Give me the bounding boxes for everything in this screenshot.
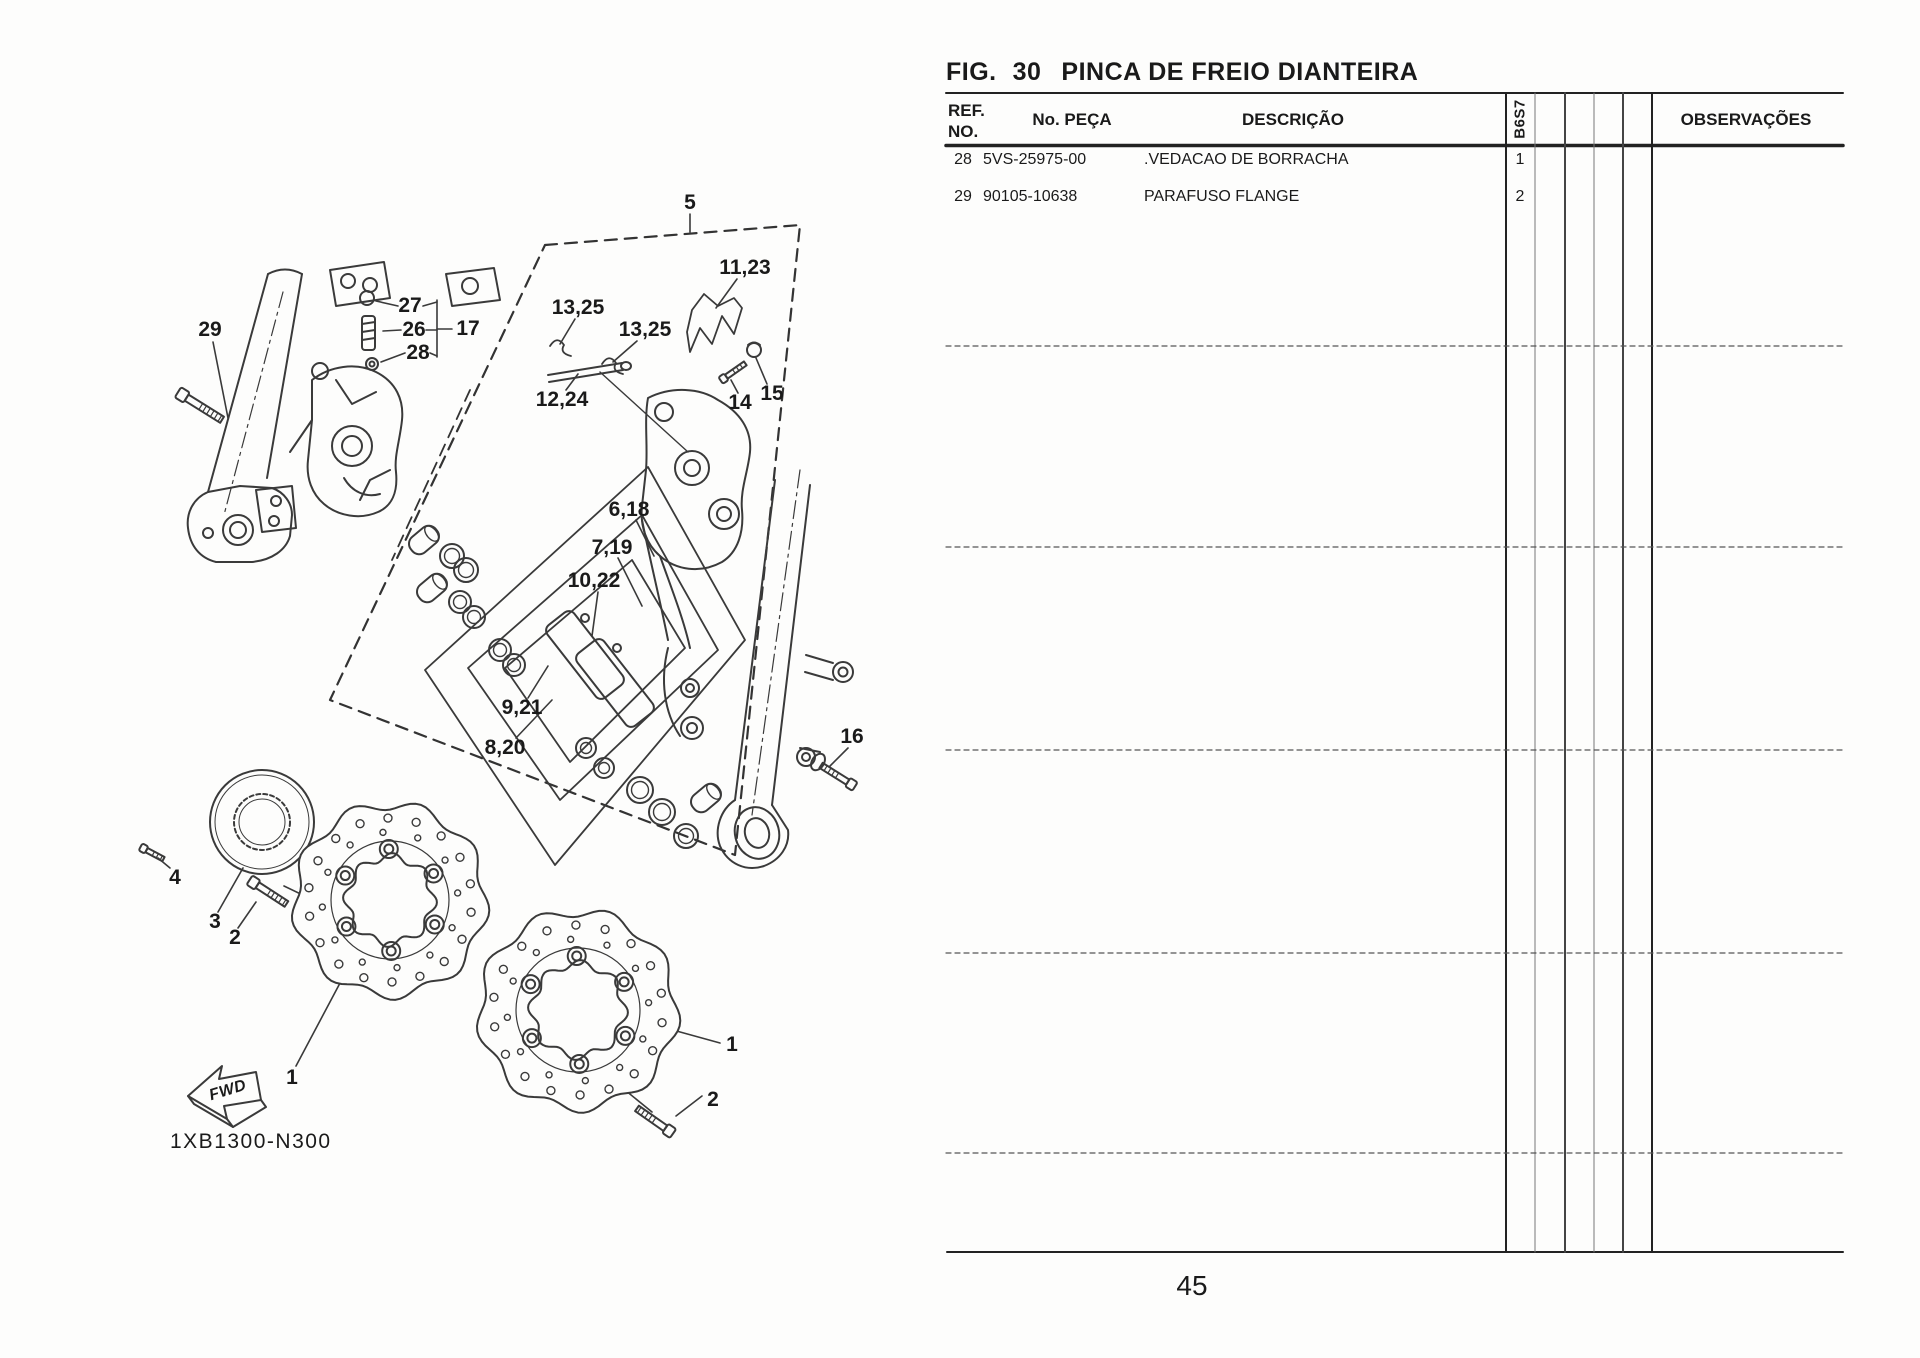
callout-bracket-17 [375, 299, 453, 363]
ref-cell: 29 [954, 188, 972, 205]
caliper-assembled [289, 362, 404, 518]
part-callout-16: 16 [840, 725, 864, 748]
table-header-ref: REF. NO. [948, 101, 985, 141]
part-callout-15: 15 [760, 382, 784, 405]
part-callout-5: 5 [684, 191, 696, 214]
seal-kit-boxes [424, 466, 746, 866]
qty-cell: 1 [1515, 151, 1525, 168]
table-grid [944, 92, 1846, 1253]
part-callout-2: 2 [707, 1088, 719, 1111]
fork-leg-left [186, 261, 501, 563]
diagram-part-code: 1XB1300-N300 [170, 1130, 332, 1153]
part-cell: 5VS-25975-00 [983, 151, 1087, 168]
part-callout-29: 29 [198, 318, 222, 341]
figure-number: 30 [1012, 58, 1042, 86]
table-header-observations: OBSERVAÇÕES [1680, 110, 1812, 129]
desc-cell: PARAFUSO FLANGE [1144, 188, 1300, 205]
caliper-exploded [640, 388, 752, 740]
table-header-model-code: B6S7 [1511, 99, 1529, 139]
part-callout-2: 2 [229, 926, 241, 949]
part-callout-6-18: 6,18 [608, 498, 650, 521]
part-callout-1: 1 [286, 1066, 298, 1089]
brake-pads [545, 610, 655, 728]
brake-discs [291, 802, 682, 1114]
bleed-screw-parts [359, 290, 379, 371]
table-header-description: DESCRIÇÃO [1241, 110, 1345, 129]
figure-name: PINCA DE FREIO DIANTEIRA [1061, 58, 1419, 86]
fork-leg-right [716, 469, 854, 869]
part-callout-17: 17 [456, 317, 480, 340]
figure-prefix: FIG. [946, 58, 997, 86]
part-callout-10-22: 10,22 [567, 569, 621, 592]
part-callout-8-20: 8,20 [484, 736, 526, 759]
part-callout-1: 1 [726, 1033, 738, 1056]
ref-cell: 28 [954, 151, 972, 168]
washer-plate [209, 769, 315, 875]
part-callout-27: 27 [398, 294, 422, 317]
part-callout-26: 26 [402, 318, 426, 341]
part-callout-14: 14 [728, 391, 752, 414]
figure-title: FIG. 30 PINCA DE FREIO DIANTEIRA [946, 58, 1418, 87]
bolt-glyphs [138, 360, 858, 1139]
part-callout-13-25: 13,25 [618, 318, 672, 341]
kit-box-dashed [328, 223, 802, 857]
bleeder-cap [746, 341, 762, 358]
part-callout-13-25: 13,25 [551, 296, 605, 319]
bushings-and-seals [407, 524, 723, 849]
part-cell: 90105-10638 [983, 188, 1078, 205]
part-callout-4: 4 [169, 866, 181, 889]
row-group-separators [945, 345, 1846, 1154]
part-callout-9-21: 9,21 [501, 696, 543, 719]
part-callout-11-23: 11,23 [719, 256, 771, 279]
pad-spring [686, 293, 743, 353]
part-callout-28: 28 [406, 341, 430, 364]
pad-clips [549, 339, 624, 375]
table-header-part: No. PEÇA [1032, 110, 1112, 129]
qty-cell: 2 [1515, 188, 1525, 205]
desc-cell: .VEDACAO DE BORRACHA [1144, 151, 1349, 168]
part-callout-7-19: 7,19 [591, 536, 633, 559]
fwd-arrow-icon [187, 1065, 267, 1128]
pad-pin [547, 361, 689, 453]
part-callout-12-24: 12,24 [535, 388, 589, 411]
part-callout-3: 3 [209, 910, 221, 933]
page-number: 45 [1176, 1270, 1208, 1301]
